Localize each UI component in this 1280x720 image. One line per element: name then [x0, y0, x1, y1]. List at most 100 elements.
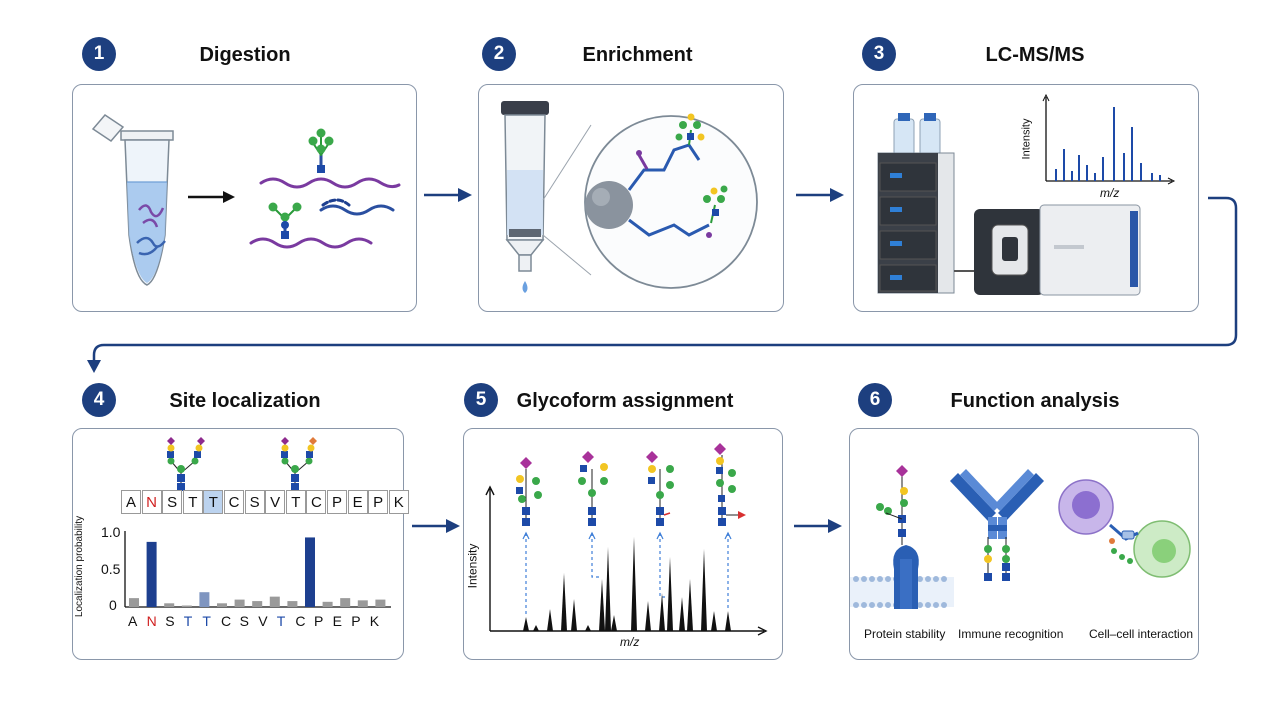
glycan-c10-icon — [281, 437, 317, 491]
spectrum-peak — [523, 617, 529, 631]
probability-bar — [181, 605, 192, 607]
axis-residue-label: E — [332, 613, 342, 629]
arrow-right-icon — [188, 191, 235, 203]
enrichment-panel — [478, 84, 784, 312]
spectrum-peak — [605, 547, 611, 631]
glycoform-illustration — [485, 443, 768, 636]
step-5-badge: 5 — [464, 383, 498, 417]
axis-residue-label: T — [183, 613, 193, 629]
step-2-title: Enrichment — [582, 44, 693, 66]
mass-spectrometer-icon — [974, 204, 1141, 296]
lcms-ylabel: Intensity — [1020, 118, 1033, 160]
spectrum-peak — [547, 609, 553, 631]
spectrum-peak — [571, 599, 577, 631]
spin-column-icon — [501, 101, 549, 293]
spectrum-peak — [611, 615, 617, 631]
probability-bar — [287, 601, 298, 607]
probability-bar — [217, 603, 227, 607]
axis-residue-label: S — [165, 613, 175, 629]
sequence-residue: P — [327, 490, 347, 514]
sequence-residue: S — [244, 490, 265, 514]
step-6-title: Function analysis — [950, 390, 1120, 412]
spectrum-peak — [599, 579, 605, 631]
step-4-badge: 4 — [82, 383, 116, 417]
probability-bar — [234, 599, 245, 607]
probability-bar — [305, 537, 315, 607]
probability-bar — [129, 598, 139, 607]
site-ylabel: Localization probability — [74, 515, 86, 618]
step-6-badge: 6 — [858, 383, 892, 417]
spectrum-peak — [679, 597, 685, 631]
cell-interaction-icon — [1058, 479, 1191, 578]
step-4-title: Site localization — [169, 390, 321, 412]
caption-cell-interaction: Cell–cell interaction — [1089, 627, 1194, 641]
flow-arrow-2-3 — [796, 188, 844, 202]
assignment-links — [522, 531, 732, 617]
step-1-badge: 1 — [82, 37, 116, 71]
axis-residue-label: S — [239, 613, 249, 629]
probability-bar — [199, 592, 210, 607]
spectrum-peak — [585, 625, 591, 631]
sequence-residue: C — [224, 490, 244, 514]
glycoform-4-icon — [714, 443, 746, 526]
ytick-1: 1.0 — [101, 524, 121, 540]
lcms-panel: Intensity m/z — [853, 84, 1199, 312]
spectrum-peak — [725, 611, 731, 631]
probability-bar — [375, 599, 386, 607]
flow-arrow-1-2 — [424, 188, 472, 202]
lcms-xlabel: m/z — [1100, 186, 1120, 200]
glycoform-1-icon — [516, 457, 542, 526]
sequence-residue: S — [162, 490, 183, 514]
probability-bar — [146, 541, 157, 607]
spectrum-peak — [561, 573, 567, 631]
axis-residue-label: T — [202, 613, 211, 629]
glycan-n2-icon — [167, 437, 205, 491]
sequence-residue: T — [203, 490, 224, 514]
step-5-title: Glycoform assignment — [516, 390, 734, 412]
spectrum-peak — [701, 549, 707, 631]
axis-residue-label: N — [146, 613, 157, 629]
sequence-residue: P — [368, 490, 389, 514]
ms-spectrum-inset — [1042, 93, 1176, 185]
probability-bar — [252, 601, 263, 607]
ytick-05: 0.5 — [101, 561, 121, 577]
sequence-residue: T — [182, 490, 203, 514]
function-illustration — [850, 465, 1191, 609]
probability-bar — [164, 603, 175, 607]
flow-arrow-5-6 — [794, 519, 842, 533]
digestion-illustration — [91, 114, 401, 286]
enrichment-illustration — [501, 101, 758, 293]
localization-chart — [124, 531, 391, 608]
spectrum-peak — [631, 537, 637, 631]
glycan-nodes — [268, 128, 334, 239]
caption-immune-recognition: Immune recognition — [958, 627, 1064, 641]
zoom-circle — [584, 115, 758, 289]
sequence-residue: K — [388, 490, 409, 514]
spectrum-peak — [533, 625, 539, 631]
sequence-residue: A — [121, 490, 141, 514]
sequence-residue: V — [265, 490, 286, 514]
sequence-residue: T — [285, 490, 306, 514]
resin-bead-icon — [585, 181, 633, 229]
axis-residue-label: P — [314, 613, 324, 629]
probability-bar — [357, 600, 368, 607]
glyco-xlabel: m/z — [620, 635, 640, 649]
sequence-residue: N — [141, 490, 162, 514]
axis-residue-label: K — [369, 613, 380, 629]
axis-residue-label: V — [258, 613, 268, 629]
glycoform-spectrum — [523, 537, 731, 631]
step-1-title: Digestion — [199, 44, 291, 66]
glycoform-3-icon — [646, 451, 674, 526]
step-2-badge: 2 — [482, 37, 516, 71]
glyco-ylabel: Intensity — [465, 543, 480, 589]
function-panel: Protein stability Immune recognition Cel… — [849, 428, 1199, 660]
lcms-illustration — [877, 93, 1176, 296]
sequence-residue: E — [347, 490, 368, 514]
glycoform-panel: Intensity m/z — [463, 428, 783, 660]
membrane-protein-icon — [850, 465, 954, 609]
ytick-0: 0 — [109, 597, 117, 613]
probability-bar — [269, 596, 280, 607]
caption-protein-stability: Protein stability — [864, 627, 946, 641]
axis-residue-label: P — [351, 613, 361, 629]
